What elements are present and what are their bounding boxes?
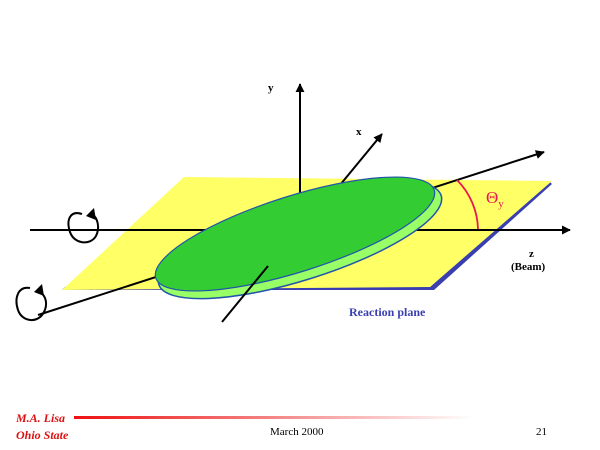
beam-label: (Beam) — [511, 261, 546, 273]
footer-author: M.A. Lisa Ohio State — [16, 410, 68, 444]
footer-gradient-bar — [74, 416, 474, 419]
x-axis-label: x — [356, 126, 362, 138]
author-affiliation: Ohio State — [16, 428, 69, 442]
spin-arrow-left-nucleus — [15, 284, 48, 321]
y-axis-label: y — [268, 82, 274, 94]
author-name: M.A. Lisa — [16, 411, 66, 425]
spin-arrow-right-nucleus — [67, 208, 100, 244]
nuclear-ellipsoid — [154, 176, 443, 300]
z-axis-label: z — [529, 248, 534, 260]
reaction-plane-label: Reaction plane — [349, 305, 426, 319]
x-axis — [339, 133, 383, 186]
footer-date: March 2000 — [270, 426, 324, 438]
theta-y-label: Θy — [486, 188, 504, 210]
theta-y-arc — [456, 179, 479, 230]
ellipsoid-top — [154, 176, 436, 292]
x-axis-lower — [221, 265, 269, 323]
page-number: 21 — [536, 426, 547, 438]
